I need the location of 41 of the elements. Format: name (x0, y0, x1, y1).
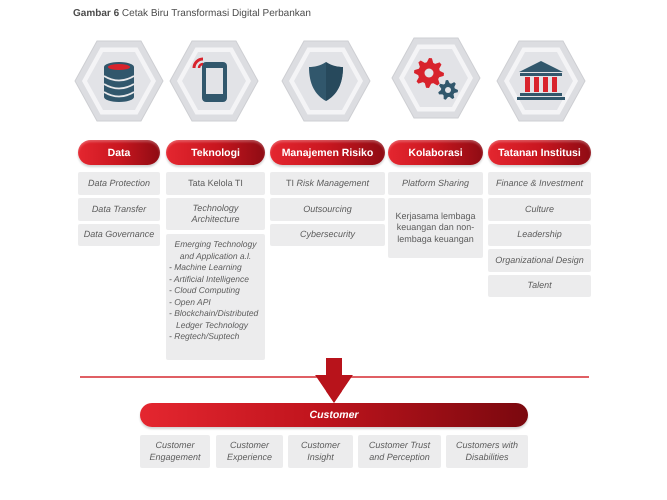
topic-text: Customer Experience (226, 440, 274, 463)
topic-text: Tata Kelola TI (188, 178, 243, 190)
category-header (270, 140, 385, 165)
category-header (388, 140, 483, 165)
topic-text: Culture (524, 204, 554, 216)
category-title: Data (108, 146, 130, 158)
category-title: Teknologi (191, 146, 240, 158)
topic-text: Data Transfer (92, 204, 146, 216)
category-title: Manajemen Risiko (282, 146, 374, 158)
block-arrow (315, 358, 353, 403)
topic-text: Customer Engagement (148, 440, 202, 463)
figure-title: Gambar 6 Cetak Biru Transformasi Digital Perbankan (73, 8, 311, 19)
topic-text: Talent (527, 280, 552, 292)
topic-text: Finance & Investment (496, 178, 584, 190)
customer-banner (140, 403, 528, 427)
topic-text: Outsourcing (303, 204, 352, 216)
list-item: - Open API (169, 296, 211, 308)
topic-text: Data Governance (84, 229, 154, 241)
category-header (78, 140, 160, 165)
topic-text: Data Protection (88, 178, 150, 190)
list-item: - Machine Learning (169, 262, 242, 274)
topic-text: Kerjasama lembaga keuangan dan non-lembaga keuangan (394, 211, 477, 245)
topic-text: Customer Trust and Perception (368, 440, 432, 463)
topic-text: Organizational Design (495, 254, 584, 266)
list-item: - Regtech/Suptech (169, 331, 240, 343)
list-item: - Artificial Intelligence (169, 274, 249, 286)
list-item: - Cloud Computing (169, 285, 240, 297)
category-header (488, 140, 591, 165)
topic-text: Leadership (517, 229, 562, 241)
topic-text: TI Risk Management (286, 178, 370, 190)
category-title: Tatanan Institusi (498, 146, 581, 158)
category-title: Kolaborasi (408, 146, 463, 158)
topic-text: Cybersecurity (300, 229, 355, 241)
topic-text: Customer Insight (300, 440, 342, 463)
category-header (166, 140, 265, 165)
topic-text: Technology Architecture (190, 202, 241, 226)
topic-text: Customers with Disabilities (454, 440, 519, 463)
topic-text: Platform Sharing (402, 178, 470, 190)
banner-title: Customer (309, 409, 358, 421)
list-heading: Emerging Technology and Application a.l. (174, 239, 258, 262)
list-item: - Blockchain/Distributed Ledger Technology (169, 308, 260, 332)
